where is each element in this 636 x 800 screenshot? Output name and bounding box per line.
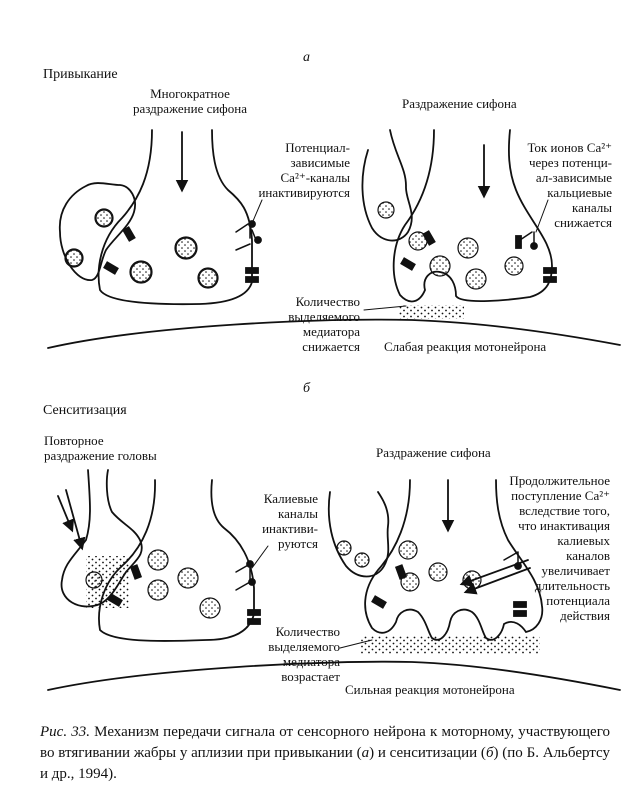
figure-caption: Рис. 33. Механизм передачи сигнала от се… bbox=[40, 724, 610, 782]
potassium-channel-inactivated bbox=[235, 563, 251, 591]
vesicle bbox=[147, 579, 169, 601]
potassium-channel bbox=[513, 601, 527, 608]
receptor bbox=[394, 564, 408, 580]
a-right-transmitter-line bbox=[363, 305, 407, 311]
b-left-synapse bbox=[47, 469, 621, 691]
b-right-transmitter-line bbox=[339, 639, 373, 649]
section-title-sensitization: Сенситизация bbox=[43, 403, 127, 418]
vesicle bbox=[147, 549, 169, 571]
receptor bbox=[107, 593, 123, 607]
vesicle bbox=[465, 268, 487, 290]
receptor bbox=[129, 564, 143, 580]
panel-b-label: б bbox=[303, 381, 311, 396]
vesicle bbox=[504, 256, 524, 276]
b-left-stimulus-arrow-1 bbox=[57, 495, 74, 533]
vesicle bbox=[129, 260, 153, 284]
a-right-stimulus-label: Раздражение сифона bbox=[402, 96, 517, 111]
vesicle bbox=[177, 567, 199, 589]
caption-label: Рис. 33. bbox=[40, 724, 90, 740]
vesicle bbox=[428, 562, 448, 582]
calcium-channel-inactivated bbox=[235, 223, 257, 251]
potassium-channel bbox=[247, 609, 261, 616]
potassium-channel bbox=[245, 276, 259, 283]
vesicle bbox=[174, 236, 198, 260]
panel-a-label: а bbox=[303, 50, 310, 65]
transmitter-cloud-small bbox=[398, 305, 464, 319]
vesicle bbox=[354, 552, 370, 568]
vesicle bbox=[64, 248, 84, 268]
receptor bbox=[371, 595, 387, 609]
b-right-callout: Продолжительное поступление Ca²⁺ вследст… bbox=[509, 473, 610, 623]
potassium-channel bbox=[543, 276, 557, 283]
calcium-influx-arrow-2 bbox=[463, 567, 531, 595]
a-right-presynaptic-terminal bbox=[392, 129, 553, 303]
a-left-presynaptic-terminal bbox=[97, 129, 253, 306]
calcium-influx-arrow-1 bbox=[459, 559, 529, 587]
b-left-callout: Калиевые каналы инактиви- руются bbox=[262, 491, 318, 551]
b-right-presynaptic-terminal bbox=[364, 479, 544, 641]
vesicle bbox=[336, 540, 352, 556]
receptor bbox=[422, 230, 436, 246]
a-right-response-label: Слабая реакция мотонейрона bbox=[384, 339, 547, 354]
b-right-synapse bbox=[327, 479, 544, 654]
a-right-synapse bbox=[361, 129, 557, 319]
vesicle bbox=[377, 201, 395, 219]
b-left-stimulus-arrow-2 bbox=[65, 489, 86, 551]
a-left-callout: Потенциал- зависимые Ca²⁺-каналы инактив… bbox=[258, 140, 350, 200]
a-right-callout-line bbox=[535, 199, 549, 233]
vesicle bbox=[199, 597, 221, 619]
b-right-response-label: Сильная реакция мотонейрона bbox=[345, 682, 515, 697]
a-left-stimulus-label: Многократное раздражение сифона bbox=[133, 86, 247, 116]
b-left-callout-line bbox=[251, 545, 269, 569]
potassium-channel bbox=[245, 267, 259, 274]
vesicle bbox=[85, 571, 103, 589]
a-left-callout-line bbox=[249, 199, 263, 229]
vesicle bbox=[457, 237, 479, 259]
receptor bbox=[400, 257, 416, 271]
vesicle bbox=[197, 267, 219, 289]
potassium-channel bbox=[543, 267, 557, 274]
receptor bbox=[122, 226, 136, 242]
receptor bbox=[103, 261, 119, 275]
vesicle bbox=[429, 255, 451, 277]
a-right-callout: Ток ионов Ca²⁺ через потенци- ал-зависим… bbox=[527, 140, 612, 230]
b-right-transmitter-label: Количество выделяемого медиатора возраст… bbox=[268, 624, 340, 684]
potassium-channel bbox=[513, 610, 527, 617]
b-right-facilitator-neuron bbox=[327, 491, 390, 578]
b-right-stimulus-label: Раздражение сифона bbox=[376, 445, 491, 460]
b-left-stimulus-label: Повторное раздражение головы bbox=[44, 433, 157, 463]
b-left-postsynaptic-membrane bbox=[47, 660, 621, 691]
a-left-postsynaptic-membrane bbox=[47, 318, 621, 349]
section-title-habituation: Привыкание bbox=[43, 67, 118, 82]
a-left-facilitator-neuron bbox=[58, 182, 136, 281]
a-left-synapse bbox=[47, 129, 621, 349]
vesicle bbox=[398, 540, 418, 560]
potassium-channel bbox=[247, 618, 261, 625]
a-right-transmitter-label: Количество выделяемого медиатора снижает… bbox=[288, 294, 360, 354]
vesicle bbox=[94, 208, 114, 228]
a-right-facilitator-neuron bbox=[361, 129, 413, 242]
transmitter-cloud-large bbox=[360, 636, 540, 654]
